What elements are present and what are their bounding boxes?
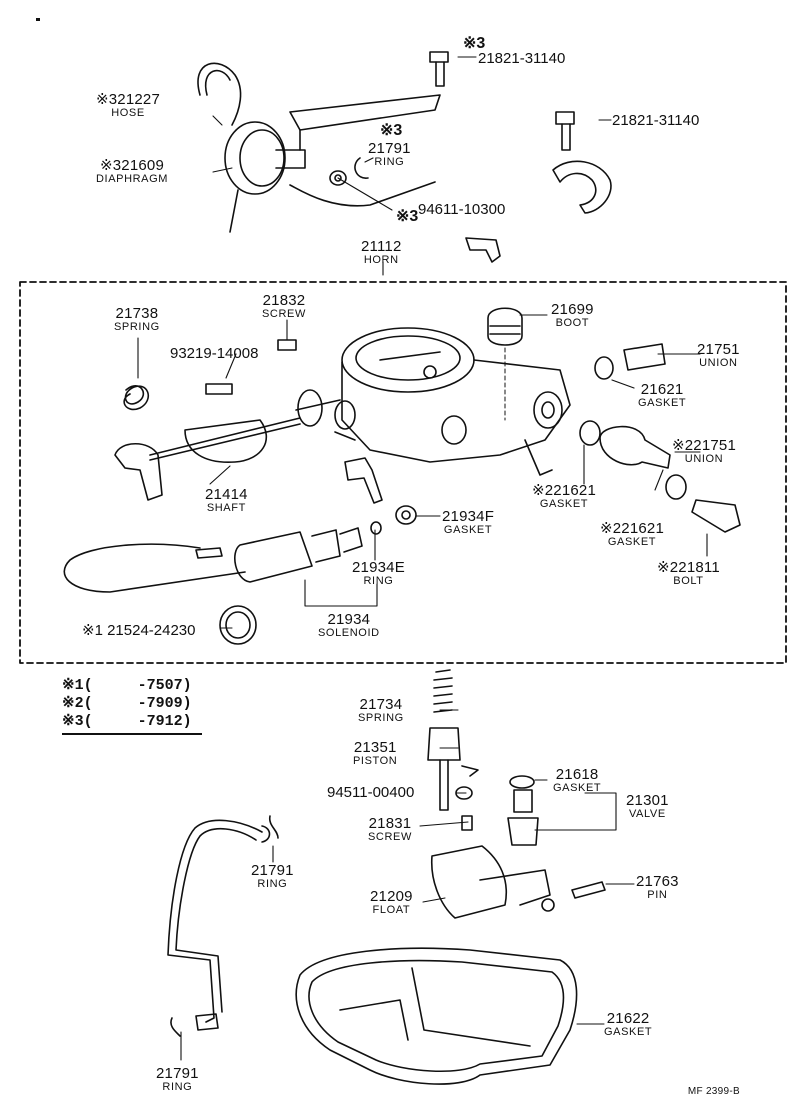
diaphragm-label: ※321609 DIAPHRAGM — [96, 157, 169, 185]
gasket-21622-label: 21622 GASKET — [604, 1010, 653, 1038]
solenoid-label: 21934 SOLENOID — [318, 611, 380, 639]
gasket-21618-label: 21618 GASKET — [553, 766, 602, 794]
boot-drawing — [487, 307, 523, 421]
ring-21934e-label: 21934E RING — [352, 559, 405, 587]
screw-21831-label: 21831 SCREW — [368, 815, 412, 843]
leader-lines — [137, 56, 708, 1061]
horn-clip-drawing — [465, 237, 501, 263]
seal-21524-number: ※1 21524-24230 — [82, 622, 196, 639]
washer-94611-number: 94611-10300 — [418, 201, 506, 218]
spring-21738-label: 21738 SPRING — [114, 305, 160, 333]
bracket-note-mark: ※3 — [380, 122, 403, 139]
applicability-legend: ※1( -7507) ※2( -7909) ※3( -7912) — [62, 677, 192, 731]
gasket-21621-label-b: ※221621 GASKET — [532, 482, 597, 510]
hose-label: ※321227 HOSE — [96, 91, 161, 119]
boot-label: 21699 BOOT — [551, 301, 594, 329]
scan-dot — [36, 18, 40, 21]
pin-label: 21763 PIN — [636, 873, 679, 901]
diaphragm-assembly-drawing — [197, 62, 441, 233]
shaft-label: 21414 SHAFT — [205, 486, 248, 514]
ring-21791-top-label: 21791 RING — [368, 140, 411, 168]
spring-21734-label: 21734 SPRING — [358, 696, 404, 724]
washer-94511-number: 94511-00400 — [327, 784, 415, 801]
gasket-21621-label-c: ※221621 GASKET — [600, 520, 665, 548]
bolt-21821-right-number: 21821-31140 — [612, 112, 700, 129]
drawing-code: MF 2399-B — [687, 1086, 740, 1097]
small-washers — [329, 157, 369, 186]
carburetor-horn-body — [295, 327, 571, 476]
piston-assembly-drawing — [427, 669, 479, 831]
legend-line-2: ※2( -7909) — [62, 695, 192, 712]
bracket-drawing — [344, 457, 417, 525]
bolt-21811-label: ※221811 BOLT — [657, 559, 720, 587]
union-21751-label: 21751 UNION — [697, 341, 740, 369]
fuel-pipe-drawing — [167, 815, 279, 1037]
legend-line-3: ※3( -7912) — [62, 713, 192, 730]
washer-note-mark: ※3 — [396, 208, 419, 225]
horn-label: 21112 HORN — [361, 238, 402, 266]
screw-21832-label: 21832 SCREW — [262, 292, 306, 320]
ring-21791-bottom-label: 21791 RING — [156, 1065, 199, 1093]
valve-label: 21301 VALVE — [626, 792, 669, 820]
body-gasket-drawing — [295, 947, 578, 1085]
union-21751-right-label: ※221751 UNION — [672, 437, 737, 465]
bolt-93219-number: 93219-14008 — [170, 345, 259, 362]
legend-line-1: ※1( -7507) — [62, 677, 192, 694]
solenoid-drawing — [63, 521, 382, 645]
bolt-drawings — [429, 51, 612, 214]
float-label: 21209 FLOAT — [370, 888, 413, 916]
union-and-bolt-drawings — [579, 343, 741, 533]
shaft-spring-drawings — [114, 339, 301, 501]
piston-label: 21351 PISTON — [353, 739, 398, 767]
gasket-21621-label-a: 21621 GASKET — [638, 381, 687, 409]
horn-assembly-boundary — [19, 281, 787, 664]
float-and-pin-drawing — [430, 845, 606, 919]
top-bolt-note-mark: ※3 — [463, 35, 486, 52]
legend-underline — [62, 733, 202, 735]
gasket-21934f-label: 21934F GASKET — [442, 508, 495, 536]
bolt-21821-top-number: 21821-31140 — [478, 50, 566, 67]
needle-valve-drawing — [507, 775, 539, 846]
ring-21791-mid-label: 21791 RING — [251, 862, 294, 890]
